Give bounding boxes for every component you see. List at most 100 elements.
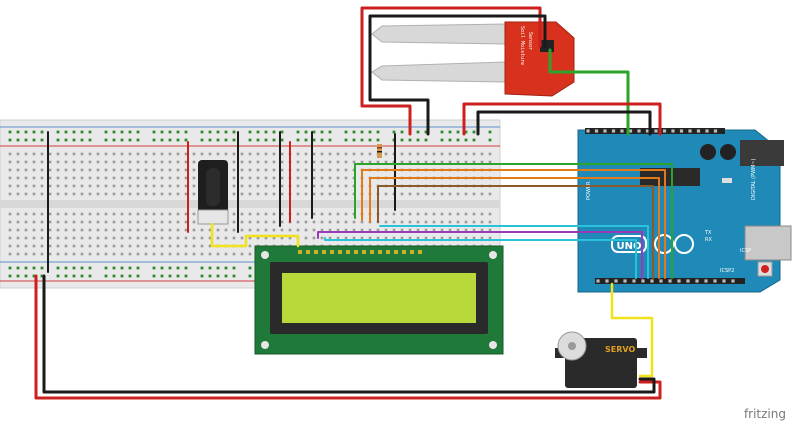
breadboard-hole: [256, 160, 260, 164]
breadboard-rail-hole: [248, 266, 252, 270]
breadboard-hole: [192, 176, 196, 180]
breadboard-hole: [400, 220, 404, 224]
breadboard-hole: [48, 220, 52, 224]
breadboard-rail-hole: [128, 274, 132, 278]
breadboard-hole: [64, 160, 68, 164]
breadboard-hole: [64, 220, 68, 224]
breadboard-hole: [336, 220, 340, 224]
breadboard-rail-hole: [112, 274, 116, 278]
breadboard-rail-hole: [448, 138, 452, 142]
breadboard-rail-hole: [328, 138, 332, 142]
breadboard-hole: [368, 152, 372, 156]
breadboard-hole: [144, 192, 148, 196]
arduino-header-pin: [688, 129, 692, 133]
breadboard-rail-hole: [256, 130, 260, 134]
breadboard-rail-hole: [200, 266, 204, 270]
breadboard-rail-hole: [56, 130, 60, 134]
breadboard-hole: [480, 152, 484, 156]
breadboard-hole: [280, 176, 284, 180]
breadboard-rail-hole: [72, 138, 76, 142]
breadboard-hole: [184, 236, 188, 240]
breadboard-hole: [128, 176, 132, 180]
breadboard-hole: [64, 252, 68, 256]
breadboard-hole: [48, 212, 52, 216]
breadboard-hole: [192, 228, 196, 232]
breadboard-hole: [232, 160, 236, 164]
breadboard-hole: [384, 192, 388, 196]
breadboard-hole: [208, 228, 212, 232]
breadboard-rail-hole: [120, 274, 124, 278]
breadboard-hole: [88, 236, 92, 240]
breadboard-hole: [336, 160, 340, 164]
breadboard-hole: [96, 252, 100, 256]
breadboard-hole: [272, 228, 276, 232]
breadboard-hole: [56, 220, 60, 224]
breadboard-hole: [160, 184, 164, 188]
breadboard-hole: [80, 168, 84, 172]
breadboard-rail-hole: [488, 138, 492, 142]
breadboard-hole: [104, 228, 108, 232]
breadboard-hole: [352, 160, 356, 164]
breadboard-hole: [8, 236, 12, 240]
arduino-header-pin: [637, 129, 641, 133]
breadboard-rail-hole: [440, 138, 444, 142]
breadboard-rail-hole: [200, 130, 204, 134]
breadboard-rail-hole: [304, 138, 308, 142]
breadboard-hole: [432, 220, 436, 224]
breadboard-hole: [64, 228, 68, 232]
breadboard-hole: [104, 184, 108, 188]
breadboard-hole: [72, 212, 76, 216]
breadboard-hole: [144, 212, 148, 216]
breadboard-hole: [472, 220, 476, 224]
breadboard-rail-hole: [104, 266, 108, 270]
breadboard-hole: [232, 184, 236, 188]
breadboard-rail-hole: [152, 138, 156, 142]
breadboard-hole: [304, 220, 308, 224]
breadboard-hole: [312, 176, 316, 180]
breadboard-rail-hole: [128, 266, 132, 270]
lcd-display: [254, 245, 504, 355]
breadboard-hole: [168, 212, 172, 216]
breadboard-hole: [408, 236, 412, 240]
breadboard-hole: [40, 184, 44, 188]
breadboard-hole: [96, 152, 100, 156]
breadboard-rail-hole: [56, 266, 60, 270]
breadboard-rail-hole: [32, 274, 36, 278]
breadboard-rail-hole: [272, 130, 276, 134]
breadboard-hole: [360, 236, 364, 240]
breadboard-hole: [104, 252, 108, 256]
breadboard-hole: [32, 160, 36, 164]
breadboard-rail-hole: [88, 138, 92, 142]
breadboard-hole: [32, 152, 36, 156]
breadboard-rail-hole: [104, 130, 108, 134]
breadboard-hole: [328, 152, 332, 156]
lcd-screen: [282, 273, 476, 323]
breadboard-hole: [112, 228, 116, 232]
breadboard-hole: [80, 244, 84, 248]
breadboard-hole: [160, 152, 164, 156]
breadboard-hole: [120, 184, 124, 188]
breadboard-hole: [360, 160, 364, 164]
breadboard-hole: [120, 160, 124, 164]
breadboard-rail-hole: [120, 138, 124, 142]
arduino-header-pin: [611, 129, 616, 133]
breadboard-hole: [88, 252, 92, 256]
breadboard-hole: [320, 236, 324, 240]
breadboard-hole: [128, 220, 132, 224]
breadboard-hole: [408, 220, 412, 224]
breadboard-hole: [312, 152, 316, 156]
breadboard-hole: [32, 244, 36, 248]
breadboard-hole: [456, 152, 460, 156]
breadboard-hole: [176, 184, 180, 188]
breadboard-rail-hole: [208, 274, 212, 278]
breadboard-hole: [144, 228, 148, 232]
breadboard-hole: [72, 160, 76, 164]
arduino-header-pin: [586, 129, 590, 133]
breadboard-rail-hole: [464, 138, 468, 142]
breadboard-rail-hole: [8, 138, 12, 142]
breadboard-rail-hole: [184, 274, 188, 278]
breadboard-hole: [168, 168, 172, 172]
breadboard-hole: [152, 168, 156, 172]
breadboard-hole: [136, 184, 140, 188]
breadboard-hole: [184, 184, 188, 188]
